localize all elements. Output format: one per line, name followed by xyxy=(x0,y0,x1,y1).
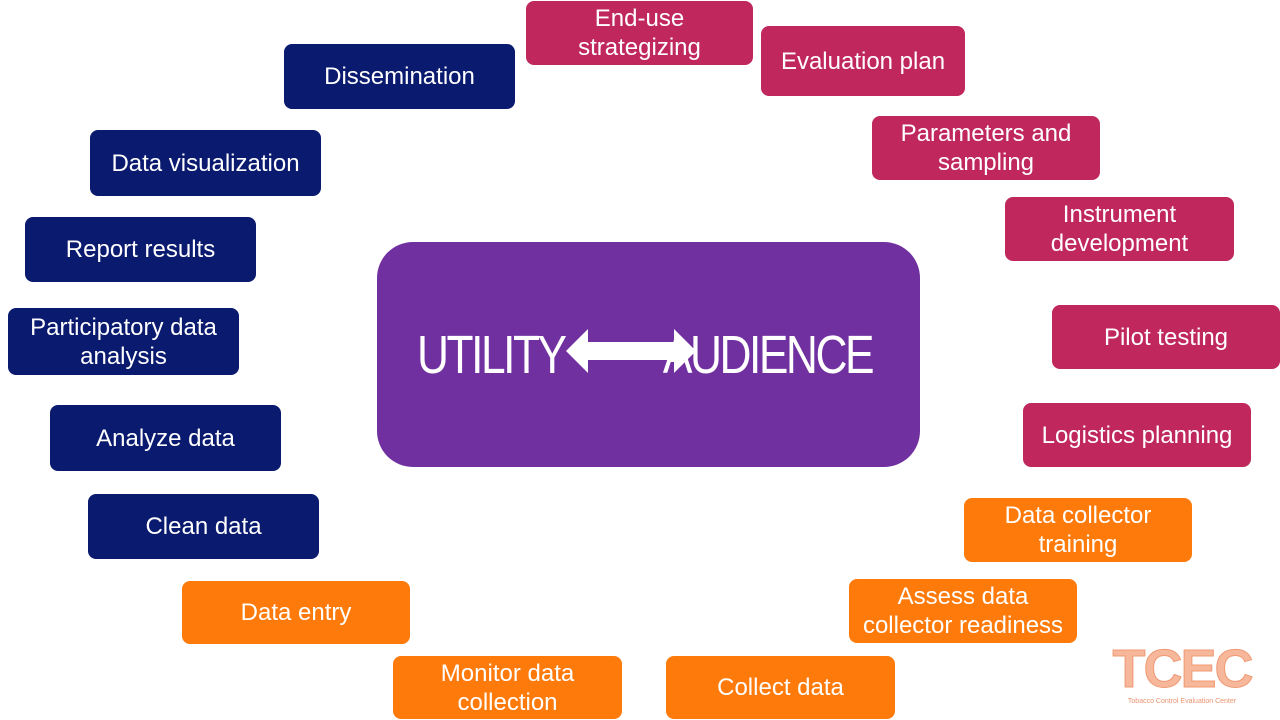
double-headed-arrow-icon xyxy=(566,329,696,373)
step-label: Pilot testing xyxy=(1103,323,1229,351)
step-assess-data-collector-readiness: Assess data collector readiness xyxy=(849,579,1077,643)
step-evaluation-plan: Evaluation plan xyxy=(761,26,965,96)
logo-letters: TCEC xyxy=(1112,639,1254,699)
step-end-use-strategizing: End-use strategizing xyxy=(526,1,753,65)
audience-label: AUDIENCE xyxy=(662,324,875,385)
tcec-logo: TCEC Tobacco Control Evaluation Center xyxy=(1107,639,1257,706)
step-label: Analyze data xyxy=(96,424,235,452)
step-logistics-planning: Logistics planning xyxy=(1023,403,1251,467)
step-pilot-testing: Pilot testing xyxy=(1052,305,1280,369)
step-clean-data: Clean data xyxy=(88,494,319,559)
step-monitor-data-collection: Monitor data collection xyxy=(393,656,622,719)
step-data-collector-training: Data collector training xyxy=(964,498,1192,562)
logo-subtitle: Tobacco Control Evaluation Center xyxy=(1127,698,1237,705)
step-parameters-and-sampling: Parameters and sampling xyxy=(872,116,1100,180)
utility-label: UTILITY xyxy=(417,324,567,385)
step-label: Assess data collector readiness xyxy=(862,583,1064,639)
step-label: Participatory data analysis xyxy=(30,313,217,370)
step-label: End-use strategizing xyxy=(578,5,701,61)
center-utility-audience-box: UTILITY AUDIENCE xyxy=(377,242,920,467)
step-collect-data: Collect data xyxy=(666,656,895,719)
step-label: Logistics planning xyxy=(1041,421,1233,449)
step-label: Parameters and sampling xyxy=(900,120,1072,176)
step-label: Data entry xyxy=(240,599,352,626)
step-data-visualization: Data visualization xyxy=(90,130,321,196)
step-label: Dissemination xyxy=(324,63,475,90)
step-label: Evaluation plan xyxy=(780,47,946,75)
step-analyze-data: Analyze data xyxy=(50,405,281,471)
step-report-results: Report results xyxy=(25,217,256,282)
step-instrument-development: Instrument development xyxy=(1005,197,1234,261)
step-label: Clean data xyxy=(145,513,262,540)
step-participatory-data-analysis: Participatory data analysis xyxy=(8,308,239,375)
step-label: Instrument development xyxy=(1050,201,1189,257)
step-dissemination: Dissemination xyxy=(284,44,515,109)
step-label: Data collector training xyxy=(1004,502,1152,558)
step-label: Data visualization xyxy=(111,149,300,177)
step-label: Report results xyxy=(65,236,216,263)
step-label: Monitor data collection xyxy=(440,659,575,716)
step-data-entry: Data entry xyxy=(182,581,410,644)
step-label: Collect data xyxy=(717,674,844,701)
